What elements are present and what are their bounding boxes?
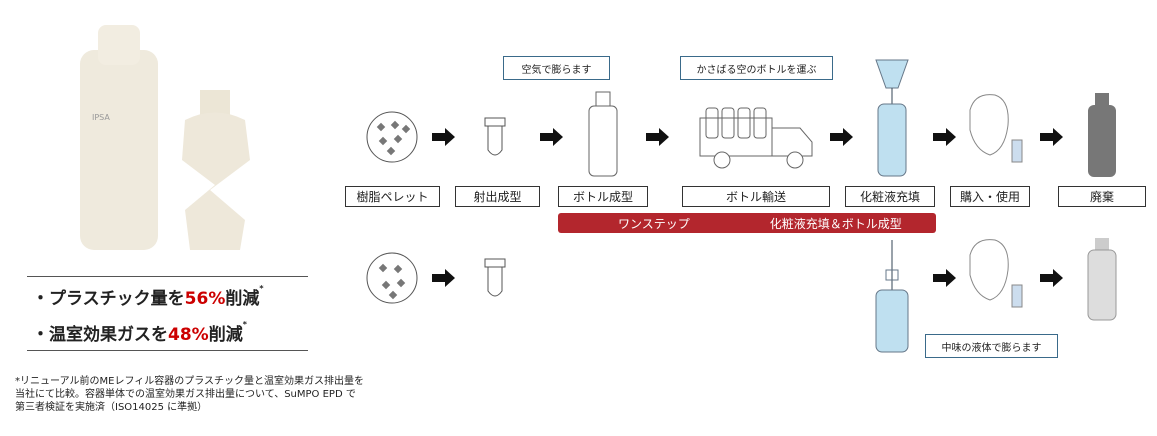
- product-bottles-image: IPSA: [80, 25, 250, 250]
- claim-text: 削減: [225, 289, 260, 309]
- claim-text: 削減: [208, 325, 243, 345]
- step-filling: 化粧液充填: [845, 186, 935, 207]
- pellet-icon: [366, 252, 418, 304]
- pellet-icon: [366, 111, 418, 163]
- face-icon: [969, 239, 1023, 308]
- callout-transport: かさばる空のボトルを運ぶ: [680, 56, 833, 80]
- liquid-blow-icon: [875, 240, 909, 353]
- used-bottle-icon: [1087, 238, 1117, 321]
- ipsa-logo: IPSA: [92, 113, 110, 122]
- claim-text: ・プラスチック量を: [32, 289, 185, 309]
- claim-ghg: ・温室効果ガスを48%削減*: [32, 320, 247, 345]
- face-icon: [969, 94, 1023, 163]
- claim-value: 48%: [168, 325, 209, 345]
- callout-air: 空気で膨らます: [503, 56, 610, 80]
- bottle-icon: [588, 91, 618, 177]
- footnote: *リニューアル前のMEレフィル容器のプラスチック量と温室効果ガス排出量を当社にて…: [15, 376, 365, 413]
- one-step-description: 化粧液充填＆ボトル成型: [769, 216, 902, 231]
- step-resin-pellet: 樹脂ペレット: [345, 186, 440, 207]
- asterisk: *: [259, 284, 264, 293]
- arrow-icons: [432, 128, 1063, 287]
- asterisk: *: [242, 320, 247, 329]
- callout-liquid: 中味の液体で膨らます: [925, 334, 1058, 358]
- claim-text: ・温室効果ガスを: [32, 325, 168, 345]
- one-step-bar: ワンステップ 化粧液充填＆ボトル成型: [558, 213, 936, 233]
- step-disposal: 廃棄: [1058, 186, 1146, 207]
- step-bottle-molding: ボトル成型: [558, 186, 648, 207]
- divider: [27, 350, 308, 351]
- claim-value: 56%: [184, 289, 226, 309]
- filling-icon: [875, 59, 909, 177]
- claim-plastic: ・プラスチック量を56%削減*: [32, 284, 264, 309]
- preform-icon: [484, 117, 506, 156]
- step-bottle-transport: ボトル輸送: [682, 186, 830, 207]
- truck-icon: [699, 107, 813, 169]
- preform-icon: [484, 258, 506, 297]
- step-injection-molding: 射出成型: [455, 186, 540, 207]
- one-step-label: ワンステップ: [618, 216, 690, 231]
- used-bottle-icon: [1088, 93, 1116, 177]
- divider: [27, 276, 308, 277]
- step-purchase-use: 購入・使用: [950, 186, 1030, 207]
